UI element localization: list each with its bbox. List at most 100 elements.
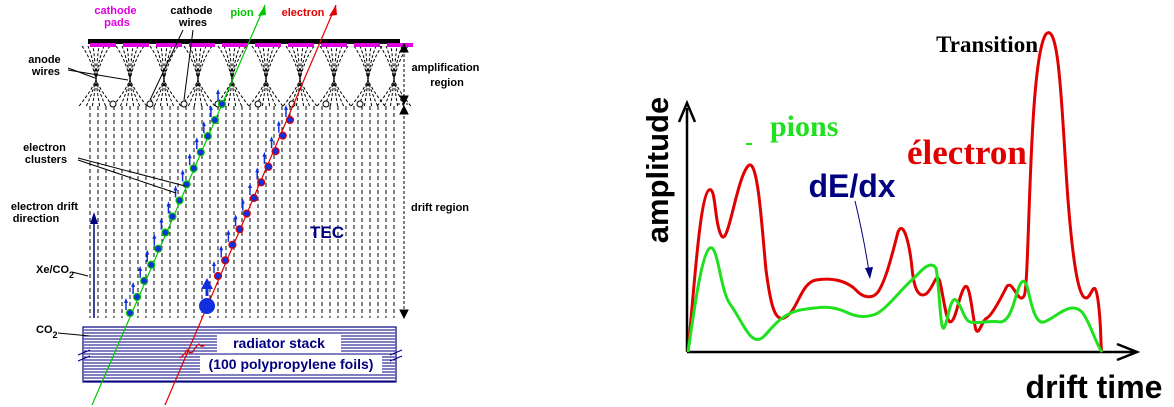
electron-clusters-pointers <box>77 157 186 194</box>
cathode-wire <box>322 100 330 108</box>
dedx-pointer-arrow <box>854 200 870 273</box>
cathode-wire <box>180 100 188 108</box>
pion-electron-clusters <box>124 89 227 318</box>
drift-arrow-icon <box>226 229 231 235</box>
cathode-plane <box>88 39 400 44</box>
dedx-arrow-icon <box>865 267 873 279</box>
drift-arrow-icon <box>240 198 245 204</box>
cluster-dot <box>217 99 227 109</box>
anode-wire-fan <box>282 45 318 107</box>
pion-track <box>91 4 266 406</box>
arrow-up-icon <box>677 99 697 123</box>
anode-wire-fan <box>316 45 352 107</box>
cluster-dot <box>161 228 170 237</box>
x-axis-label: drift time <box>1026 369 1163 405</box>
cluster-dot <box>203 132 212 141</box>
cluster-dot <box>132 292 142 302</box>
cathode-pads-label: cathode pads <box>94 5 139 29</box>
electron-track-clusters <box>212 105 295 281</box>
cathode-pad <box>189 43 215 47</box>
cathode-pad <box>354 43 380 47</box>
cathode-wire-circles <box>109 100 364 108</box>
amplification-region-label: amplification region <box>412 62 483 89</box>
cathode-pad <box>156 43 182 47</box>
cathode-pads <box>90 43 413 47</box>
cluster-dot <box>228 240 237 249</box>
anode-wire-fan <box>376 45 412 107</box>
cathode-wires-label: cathode wires <box>170 5 215 29</box>
drift-arrow-icon <box>269 136 274 142</box>
drift-arrow-icon <box>208 105 213 111</box>
drift-arrow-icon <box>145 249 150 255</box>
drift-arrow-icon <box>131 281 136 287</box>
drift-field-lines <box>89 106 395 318</box>
cathode-pad <box>387 43 413 47</box>
cluster-dot <box>235 225 244 234</box>
cathode-pad <box>288 43 314 47</box>
cluster-dot <box>147 260 156 269</box>
anode-wire-fan <box>146 45 182 107</box>
drift-arrow-icon <box>201 121 206 127</box>
tr-photon-wiggle <box>179 343 206 359</box>
drift-arrow-icon <box>233 214 238 220</box>
anode-wire-fans <box>78 45 412 107</box>
electron-label: electron <box>282 7 325 19</box>
cathode-wire <box>254 100 262 108</box>
cathode-pad <box>255 43 281 47</box>
cluster-dot <box>175 196 184 205</box>
drift-arrow-icon <box>248 183 252 188</box>
drift-arrow-icon <box>166 201 171 207</box>
cluster-dot <box>140 276 149 285</box>
radiator-stack: radiator stack (100 polypropylene foils) <box>77 326 403 383</box>
electron-clusters-label: electron clusters <box>23 142 69 166</box>
dedx-label: dE/dx <box>808 168 895 204</box>
electron-signal-curve <box>686 31 1104 353</box>
pion-arrow-icon <box>258 5 266 16</box>
co2-label: CO2 <box>36 324 58 340</box>
cluster-dot <box>196 148 205 157</box>
anode-wire-fan <box>112 45 148 107</box>
radiator-stack-label: radiator stack <box>233 335 325 351</box>
electron-label-right: électron <box>907 133 1027 172</box>
anode-wire-fan <box>248 45 284 107</box>
radiator-foils-label: (100 polypropylene foils) <box>209 356 374 372</box>
anode-wire-pointers <box>67 67 129 81</box>
drift-region-label: drift region <box>411 202 469 214</box>
cathode-pad <box>222 43 248 47</box>
anode-wire-fan <box>350 45 386 107</box>
pions-label: pions <box>770 110 838 143</box>
anode-wire-fan <box>78 45 114 107</box>
drift-direction-label: electron drift direction <box>11 201 81 225</box>
transition-label: Transition <box>936 32 1038 57</box>
cluster-dot <box>221 256 230 265</box>
electron-track <box>164 4 337 406</box>
cluster-dot <box>168 212 177 221</box>
xe-co2-label: Xe/CO2 <box>36 264 74 280</box>
signal-sketch: amplitude drift time pions électron dE/d… <box>640 31 1163 405</box>
drift-arrow-icon <box>187 153 192 159</box>
drift-arrow-icon <box>276 120 281 126</box>
anode-wire-fan <box>180 45 216 107</box>
cathode-pad <box>123 43 149 47</box>
cluster-dot <box>249 193 259 203</box>
pion-label: pion <box>230 7 253 19</box>
drift-arrow-icon <box>216 89 220 94</box>
cathode-wire <box>146 100 154 108</box>
cluster-dot <box>271 147 280 156</box>
tr-photon-cluster <box>199 298 215 314</box>
cathode-wire <box>109 100 117 108</box>
cathode-pad <box>90 43 116 47</box>
arrow-right-icon <box>1116 342 1141 362</box>
drift-arrow-icon <box>173 185 178 191</box>
cluster-dot <box>210 115 220 125</box>
region-dimension-markers <box>398 42 410 320</box>
cathode-wire-pointers <box>149 29 194 101</box>
drift-arrow-icon <box>194 137 199 143</box>
drift-arrow-icon <box>255 167 260 173</box>
cluster-dot <box>242 209 251 218</box>
electron-arrow-icon <box>329 5 337 16</box>
tr-drift-arrow-icon <box>201 278 213 289</box>
drift-arrow-icon <box>262 151 267 157</box>
drift-direction-arrow-icon <box>90 212 98 224</box>
